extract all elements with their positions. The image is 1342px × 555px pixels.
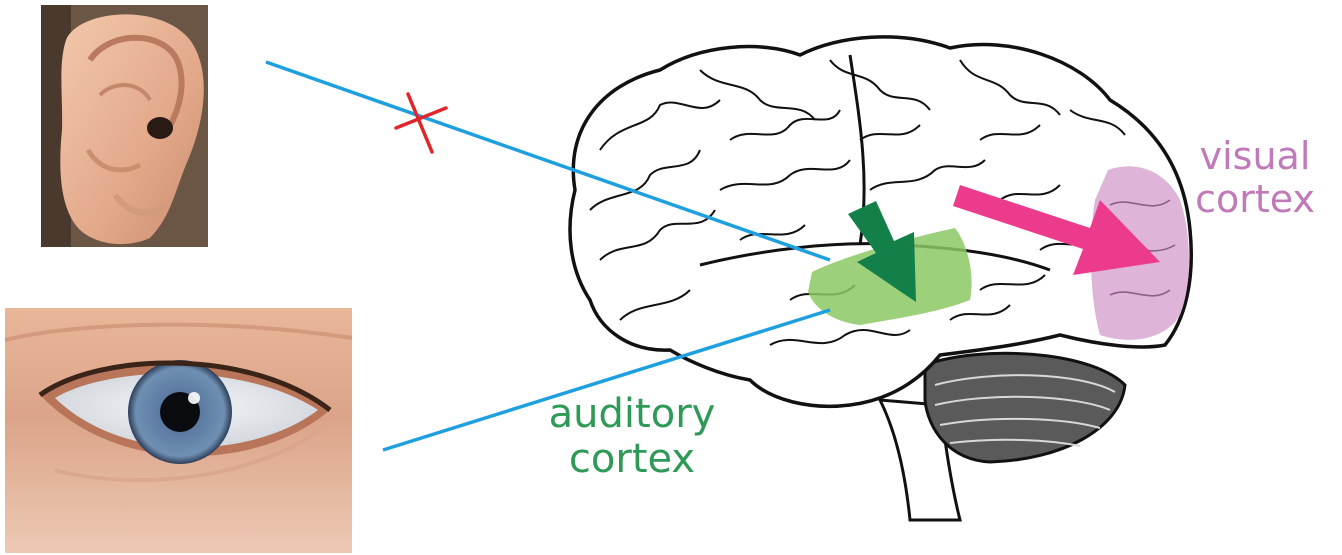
auditory-label-line2: cortex [512,437,752,482]
auditory-cortex-label: auditory cortex [512,392,752,482]
ear-photo [41,5,208,247]
auditory-label-line1: auditory [512,392,752,437]
cerebellum [925,353,1125,462]
visual-label-line1: visual [1170,135,1340,178]
visual-cortex-label: visual cortex [1170,135,1340,220]
visual-label-line2: cortex [1170,178,1340,221]
eye-photo [5,308,352,553]
